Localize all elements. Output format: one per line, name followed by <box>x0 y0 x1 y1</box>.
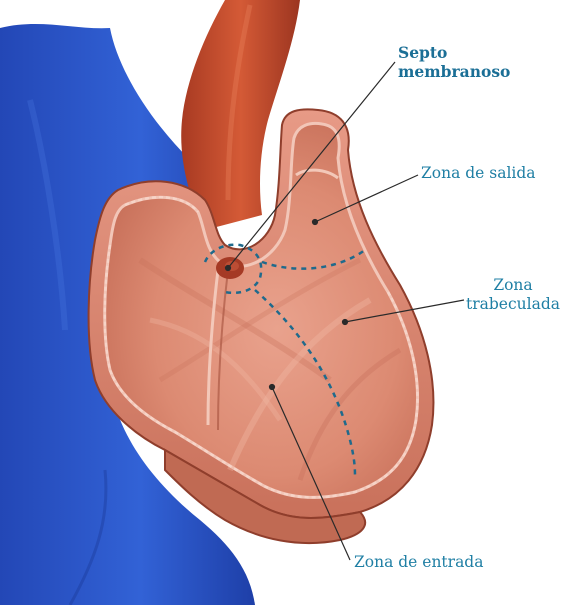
label-zona-entrada: Zona de entrada <box>354 553 483 572</box>
label-trabeculada-line2: trabeculada <box>466 295 560 314</box>
label-septo-line1: Septo <box>398 43 510 62</box>
label-septo-line2: membranoso <box>398 62 510 81</box>
label-zona-trabeculada: Zona trabeculada <box>466 276 560 314</box>
label-trabeculada-line1: Zona <box>466 276 560 295</box>
label-zona-salida: Zona de salida <box>421 164 536 183</box>
label-septo-membranoso: Septo membranoso <box>398 43 510 81</box>
